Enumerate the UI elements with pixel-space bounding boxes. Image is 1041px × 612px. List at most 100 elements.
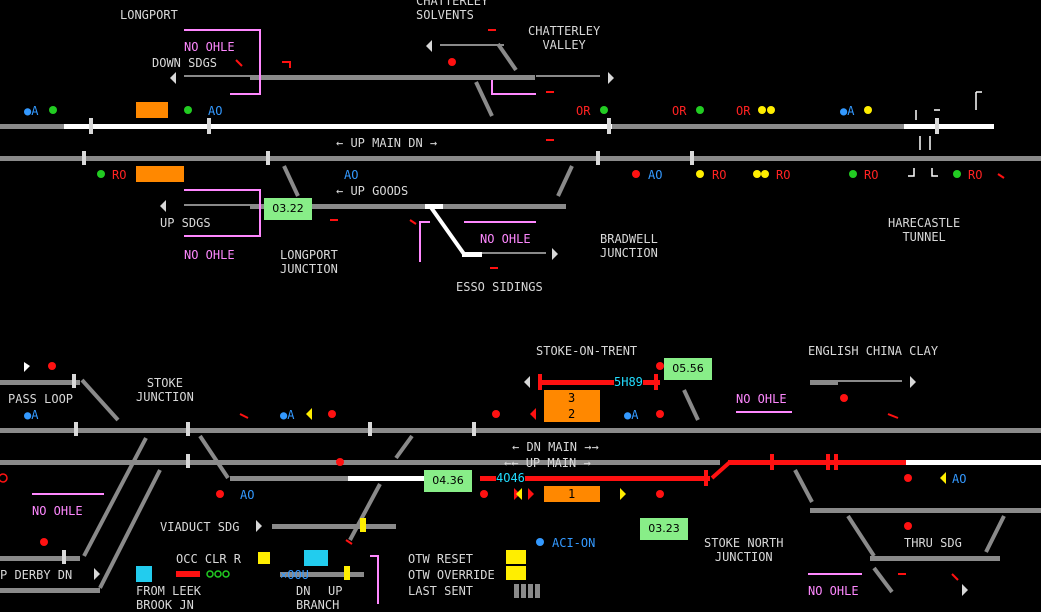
location-english-china-clay: ENGLISH CHINA CLAY — [808, 344, 939, 358]
platform-1-block[interactable]: 1 — [544, 486, 600, 502]
signal-ro-3[interactable]: RO — [776, 168, 791, 182]
track-ecc[interactable] — [810, 380, 838, 385]
signal-a-1[interactable]: ●A — [24, 104, 39, 118]
track-chatterley-east[interactable] — [536, 75, 600, 77]
location-esso-sidings: ESSO SIDINGS — [456, 280, 543, 294]
train-berth-05-56[interactable]: 05.56 — [664, 358, 712, 380]
signal-ro-1[interactable]: RO — [112, 168, 127, 182]
track-up-main-east[interactable] — [612, 124, 904, 129]
occ-clr-control[interactable]: OCC CLR R — [176, 552, 242, 566]
track-platform-1-route[interactable] — [348, 476, 424, 481]
track-solvents[interactable] — [440, 44, 504, 46]
signal-ro-4[interactable]: RO — [864, 168, 879, 182]
track-thru-sdg[interactable] — [810, 508, 1041, 513]
track-esso[interactable] — [462, 252, 482, 257]
line-up-main-dn: ← UP MAIN DN → — [336, 136, 438, 150]
track-up-main-route-east[interactable] — [906, 460, 1041, 465]
track-up-main-west[interactable] — [0, 124, 64, 129]
track-down-sdgs[interactable] — [184, 75, 250, 77]
track-up-goods-route[interactable] — [425, 204, 443, 209]
signal-ro-2[interactable]: RO — [712, 168, 727, 182]
track-derby-dn[interactable] — [0, 588, 100, 593]
no-ohle-stoke-west: NO OHLE — [32, 504, 83, 518]
platform-3-label: 3 — [568, 391, 576, 405]
track-derby[interactable] — [0, 556, 80, 561]
location-longport: LONGPORT — [120, 8, 178, 22]
headcode-4o46[interactable]: 4O46 — [496, 471, 525, 485]
no-ohle-north: NO OHLE — [808, 584, 859, 598]
headcode-5h89[interactable]: 5H89 — [614, 375, 643, 389]
signal-ao-2[interactable]: AO — [344, 168, 359, 182]
track-dn-main[interactable] — [0, 156, 1041, 161]
track-chatterley[interactable] — [250, 75, 535, 80]
track-up-main-tunnel[interactable] — [904, 124, 994, 129]
signal-ao-4[interactable]: AO — [240, 488, 255, 502]
track-platform-1-occupied[interactable] — [480, 476, 710, 481]
track-pass-loop[interactable] — [0, 380, 80, 385]
location-stoke-junction: STOKE JUNCTION — [136, 376, 194, 404]
track-up-main-route[interactable] — [64, 124, 612, 129]
platform-2-label: 2 — [568, 407, 576, 421]
line-up-goods: ← UP GOODS — [336, 184, 409, 198]
line-dn-main: ← DN MAIN →→ — [512, 440, 599, 454]
signal-or-3[interactable]: OR — [736, 104, 751, 118]
location-viaduct-sdg: VIADUCT SDG — [160, 520, 240, 534]
track-platform-1-west[interactable] — [230, 476, 348, 481]
location-harecastle-tunnel: HARECASTLE TUNNEL — [888, 216, 961, 244]
location-stoke-on-trent: STOKE-ON-TRENT — [536, 344, 638, 358]
no-ohle-ecc: NO OHLE — [736, 392, 787, 406]
train-berth-04-36[interactable]: 04.36 — [424, 470, 472, 492]
line-up-main: ←← UP MAIN → — [504, 456, 591, 470]
location-chatterley-solvents: CHATTERLEY SOLVENTS — [416, 0, 489, 22]
train-berth-03-22[interactable]: 03.22 — [264, 198, 312, 220]
otw-reset-button[interactable]: OTW RESET — [408, 552, 474, 566]
otw-override-button[interactable]: OTW OVERRIDE — [408, 568, 495, 582]
track-up-goods[interactable] — [250, 204, 425, 209]
line-down-sdgs: DOWN SDGS — [152, 56, 218, 70]
track-dn-main-stoke[interactable] — [0, 428, 1041, 433]
track-up-sdgs[interactable] — [184, 204, 250, 206]
last-sent-indicator: LAST SENT — [408, 584, 474, 598]
track-platform-3-occupied[interactable] — [540, 380, 660, 385]
track-up-main-occupied[interactable] — [728, 460, 906, 465]
location-chatterley-valley: CHATTERLEY VALLEY — [528, 24, 601, 52]
signal-or-2[interactable]: OR — [672, 104, 687, 118]
signal-a-4[interactable]: ●A — [280, 408, 295, 422]
platform-3-2-block[interactable]: 3 2 — [544, 390, 600, 422]
signal-ao-5[interactable]: AO — [952, 472, 967, 486]
track-viaduct-sdg[interactable] — [272, 524, 396, 529]
no-ohle-longport-up: NO OHLE — [184, 248, 235, 262]
signal-ro-5[interactable]: RO — [968, 168, 983, 182]
no-ohle-longport-down: NO OHLE — [184, 40, 235, 54]
signal-ao-1[interactable]: AO — [208, 104, 223, 118]
signal-a-2[interactable]: ●A — [840, 104, 855, 118]
location-up-branch: UP — [328, 584, 343, 598]
xoou-indicator: ×OOU — [280, 568, 309, 582]
signal-a-5[interactable]: ●A — [624, 408, 639, 422]
location-longport-junction: LONGPORT JUNCTION — [280, 248, 338, 276]
occupied-indicator-dn — [136, 166, 184, 182]
location-stoke-north-junction: STOKE NORTH JUNCTION — [704, 536, 784, 564]
signal-ao-3[interactable]: AO — [648, 168, 663, 182]
platform-1-label: 1 — [568, 487, 576, 501]
location-derby-dn: P DERBY DN — [0, 568, 73, 582]
train-berth-03-23[interactable]: 03.23 — [640, 518, 688, 540]
track-branch[interactable] — [280, 572, 364, 577]
track-up-goods-east[interactable] — [443, 204, 566, 209]
location-thru-sdg: THRU SDG — [904, 536, 962, 550]
track-up-main-stoke[interactable] — [0, 460, 720, 465]
track-esso-sdg[interactable] — [482, 252, 546, 254]
line-up-sdgs: UP SDGS — [160, 216, 211, 230]
no-ohle-esso: NO OHLE — [480, 232, 531, 246]
location-bradwell-junction: BRADWELL JUNCTION — [600, 232, 658, 260]
occupied-indicator-west — [136, 102, 168, 118]
location-pass-loop: PASS LOOP — [8, 392, 74, 406]
location-from-leek: FROM LEEK BROOK JN — [136, 584, 202, 612]
aci-on-indicator[interactable]: ACI-ON — [552, 536, 596, 550]
signal-a-3[interactable]: ●A — [24, 408, 39, 422]
track-ecc-sdg[interactable] — [838, 380, 902, 382]
track-thru-sdg-south[interactable] — [870, 556, 1000, 561]
signal-or-1[interactable]: OR — [576, 104, 591, 118]
